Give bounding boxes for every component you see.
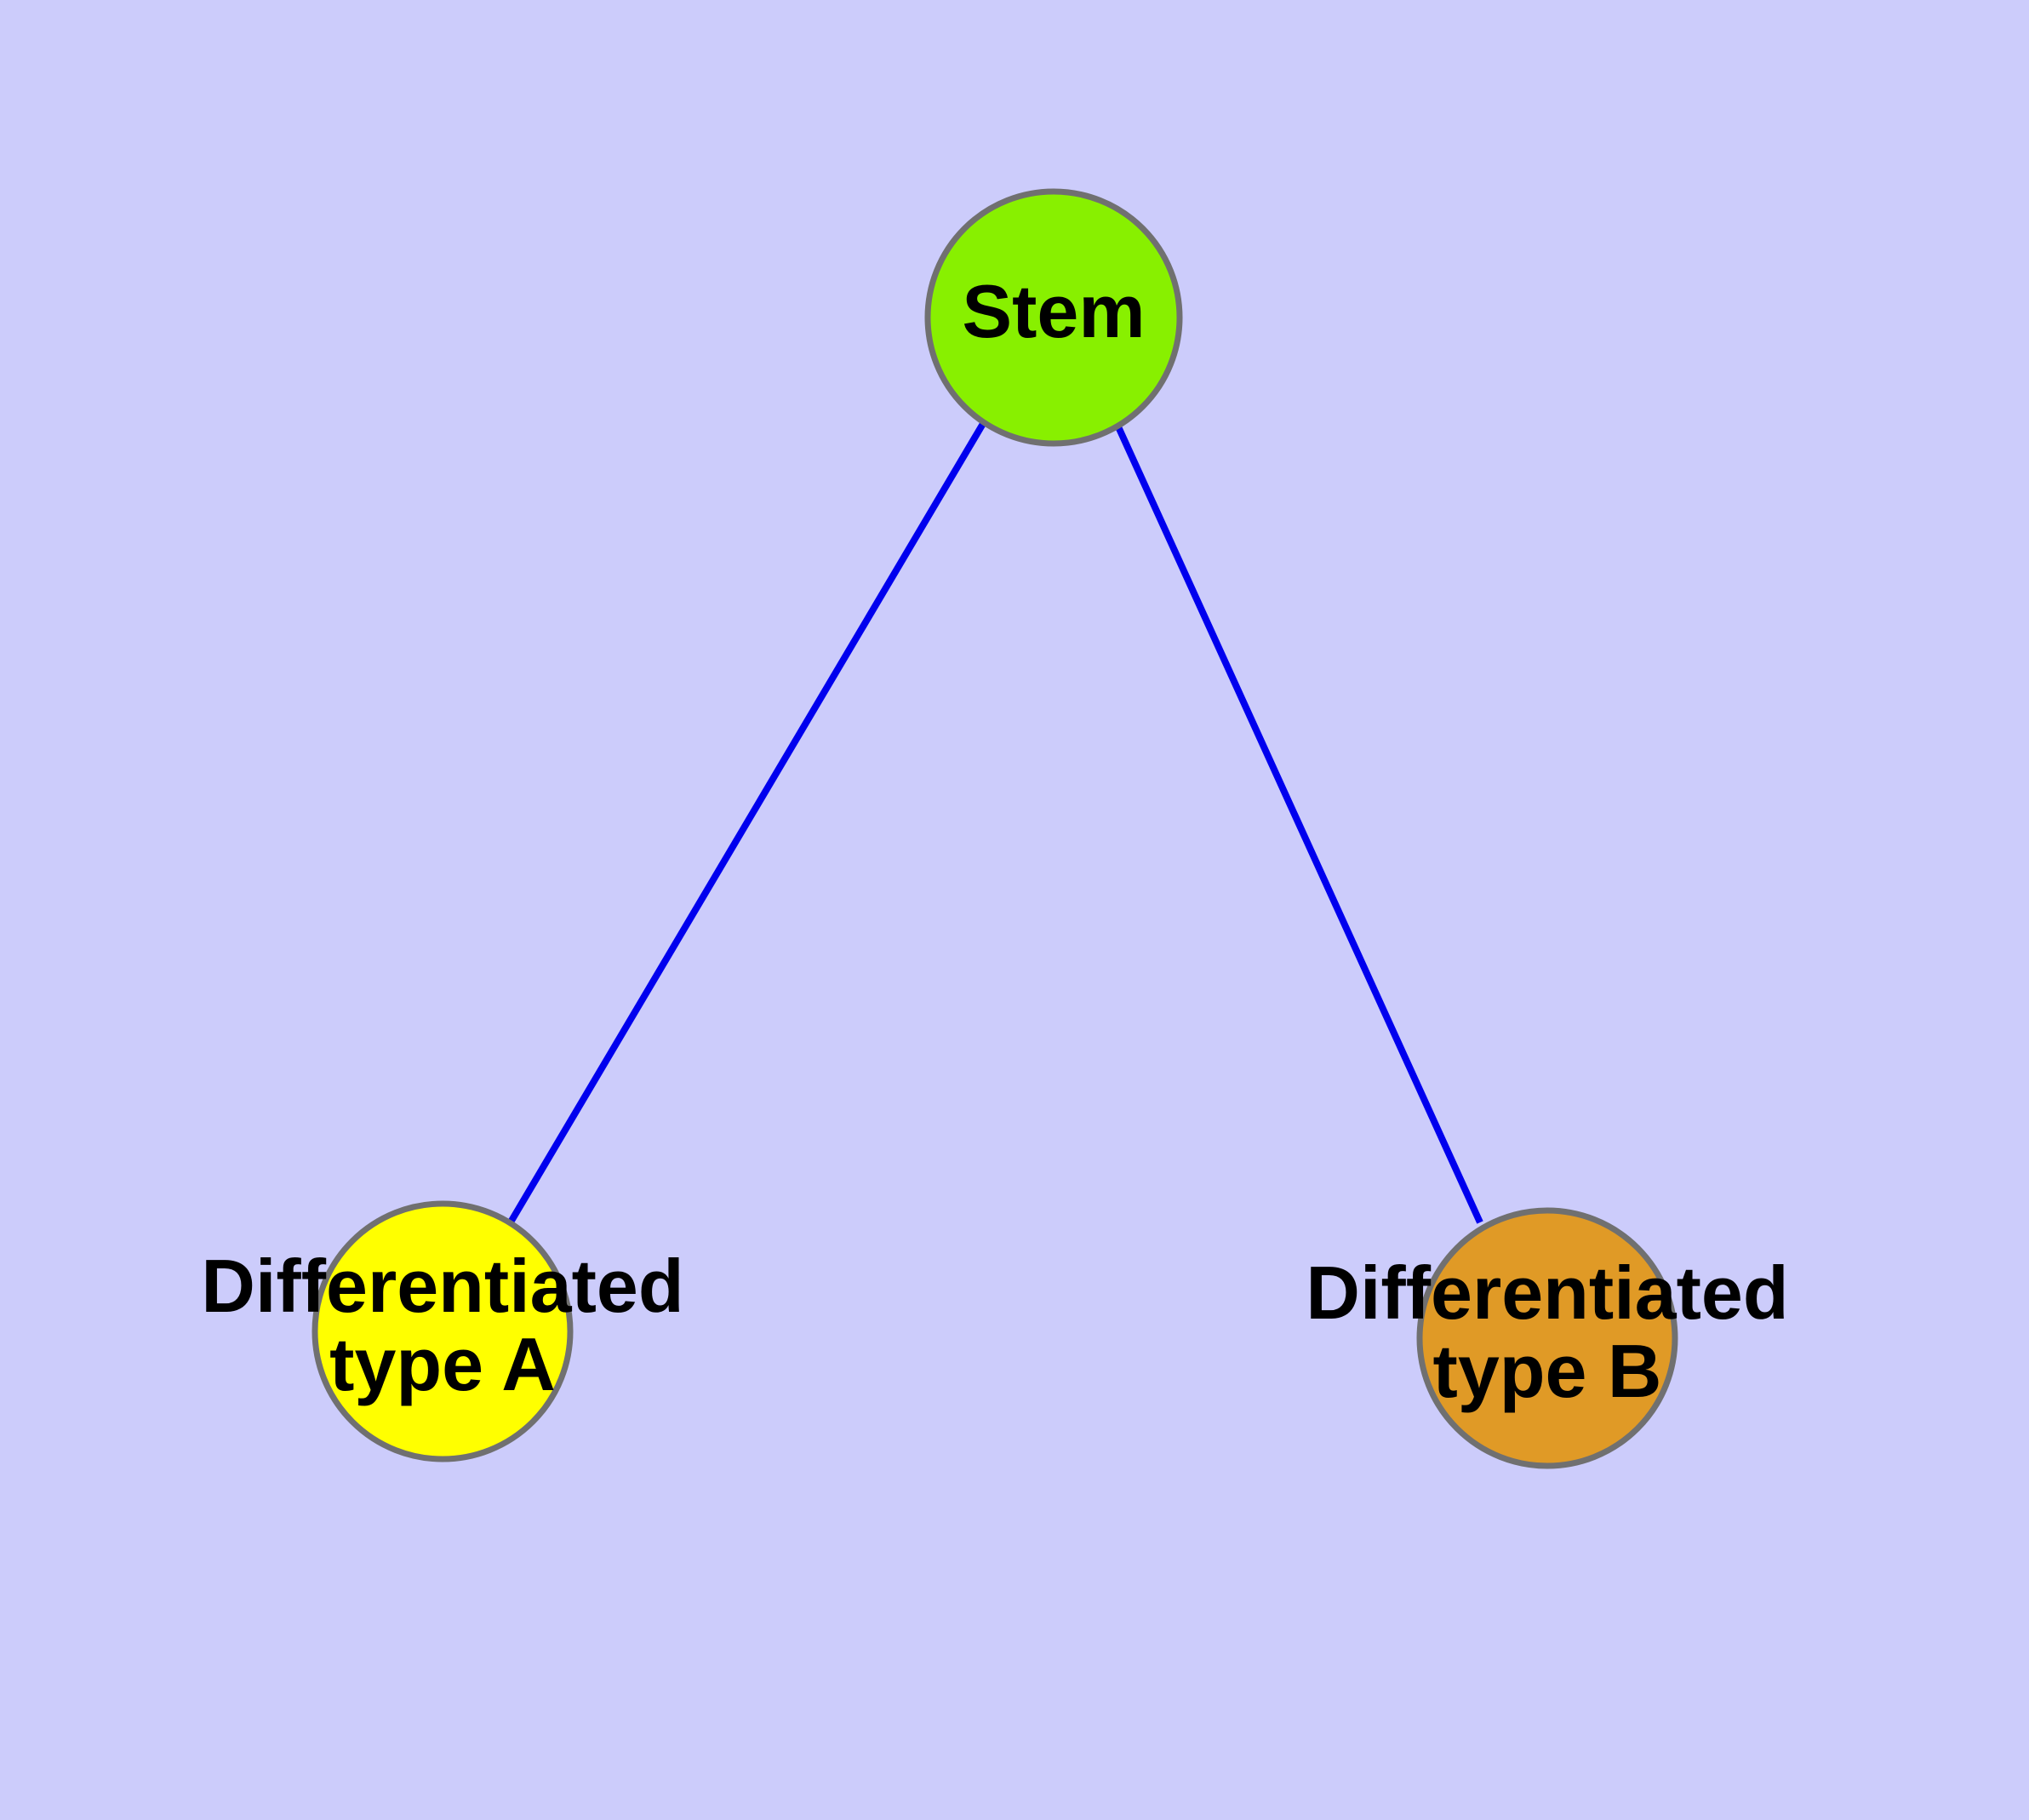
graph-edge-stem-to-diff-a[interactable] xyxy=(508,420,987,1223)
nodes-layer xyxy=(311,188,1678,1469)
graph-node-stem[interactable] xyxy=(924,188,1183,447)
graph-node-diff-a[interactable] xyxy=(311,1200,574,1462)
graph-edge-stem-to-diff-b[interactable] xyxy=(1113,421,1483,1224)
graph-node-diff-b[interactable] xyxy=(1416,1207,1678,1469)
edges-layer xyxy=(508,420,1483,1224)
